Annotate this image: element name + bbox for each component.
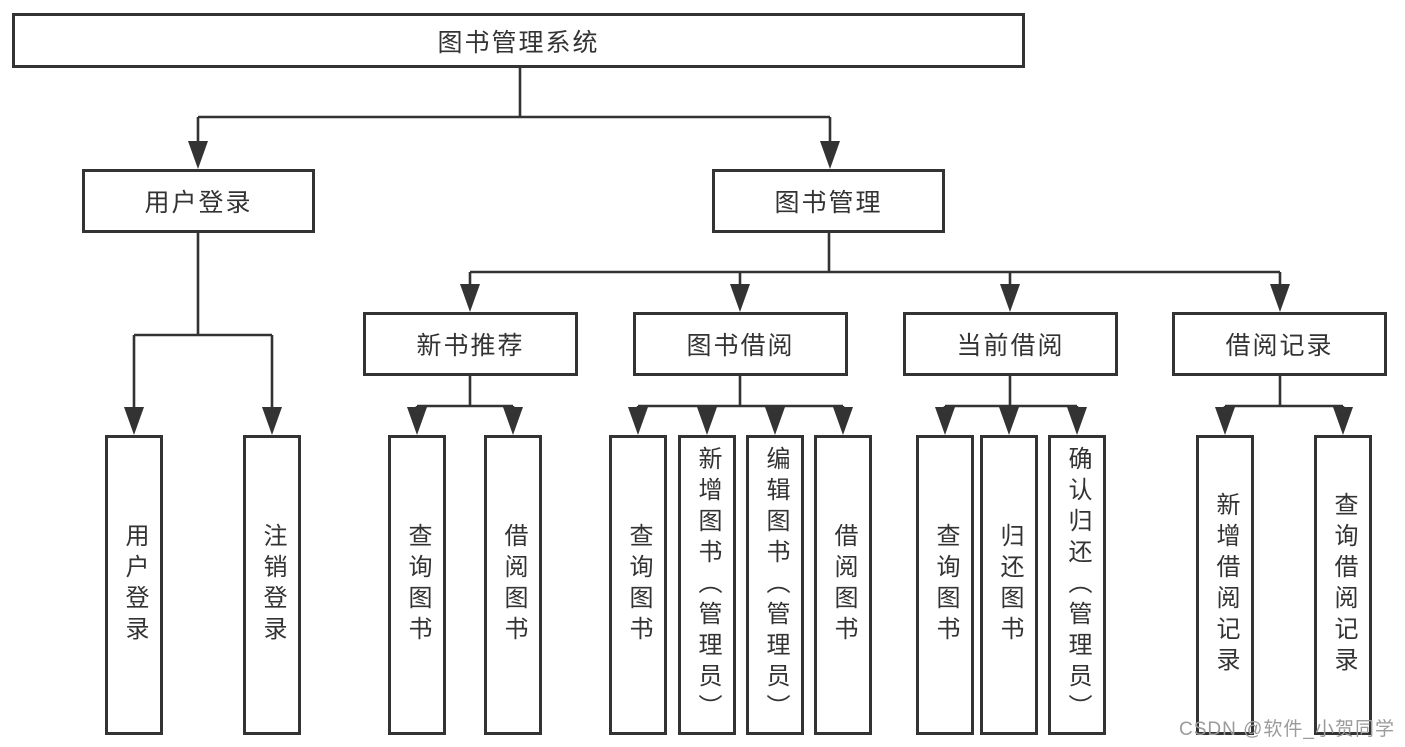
node-user-login-label: 用户登录: [144, 189, 253, 217]
node-new-book-rec-label: 新书推荐: [416, 332, 525, 360]
node-new-book-rec: 新书推荐: [363, 312, 578, 376]
node-cb-return-book: 归还图书: [980, 435, 1038, 735]
node-book-mgmt: 图书管理: [712, 169, 945, 233]
node-bb-borrow-book: 借阅图书: [814, 435, 872, 735]
node-bb-query-book: 查询图书: [609, 435, 667, 735]
node-ul-logout: 注销登录: [243, 435, 301, 735]
node-br-query-record-label: 查询借阅记录: [1330, 492, 1357, 678]
node-ul-logout-label: 注销登录: [259, 523, 286, 647]
node-nb-borrow-book-label: 借阅图书: [500, 523, 527, 647]
node-bb-add-book: 新增图书（管理员）: [678, 435, 736, 735]
node-br-query-record: 查询借阅记录: [1314, 435, 1372, 735]
csdn-watermark: CSDN @软件_小贺同学: [1179, 719, 1395, 740]
node-current-borrow-label: 当前借阅: [956, 332, 1065, 360]
node-borrow-record: 借阅记录: [1172, 312, 1387, 376]
node-root-label: 图书管理系统: [437, 28, 600, 57]
node-user-login: 用户登录: [82, 169, 315, 233]
node-bb-edit-book: 编辑图书（管理员）: [746, 435, 804, 735]
node-ul-user-login: 用户登录: [105, 435, 163, 735]
node-bb-edit-book-label: 编辑图书（管理员）: [762, 445, 789, 725]
node-bb-add-book-label: 新增图书（管理员）: [694, 445, 721, 725]
node-nb-query-book: 查询图书: [388, 435, 446, 735]
node-book-borrow: 图书借阅: [633, 312, 848, 376]
node-current-borrow: 当前借阅: [903, 312, 1118, 376]
node-br-add-record: 新增借阅记录: [1196, 435, 1254, 735]
node-cb-confirm-return-label: 确认归还（管理员）: [1064, 445, 1091, 725]
node-root: 图书管理系统: [12, 13, 1025, 68]
node-br-add-record-label: 新增借阅记录: [1212, 492, 1239, 678]
node-cb-return-book-label: 归还图书: [996, 523, 1023, 647]
node-borrow-record-label: 借阅记录: [1225, 332, 1334, 360]
node-ul-user-login-label: 用户登录: [121, 523, 148, 647]
node-nb-query-book-label: 查询图书: [404, 523, 431, 647]
node-cb-confirm-return: 确认归还（管理员）: [1048, 435, 1106, 735]
node-cb-query-book: 查询图书: [916, 435, 974, 735]
node-cb-query-book-label: 查询图书: [932, 523, 959, 647]
node-bb-borrow-book-label: 借阅图书: [830, 523, 857, 647]
node-nb-borrow-book: 借阅图书: [484, 435, 542, 735]
node-bb-query-book-label: 查询图书: [625, 523, 652, 647]
node-book-borrow-label: 图书借阅: [686, 332, 795, 360]
node-book-mgmt-label: 图书管理: [774, 189, 883, 217]
